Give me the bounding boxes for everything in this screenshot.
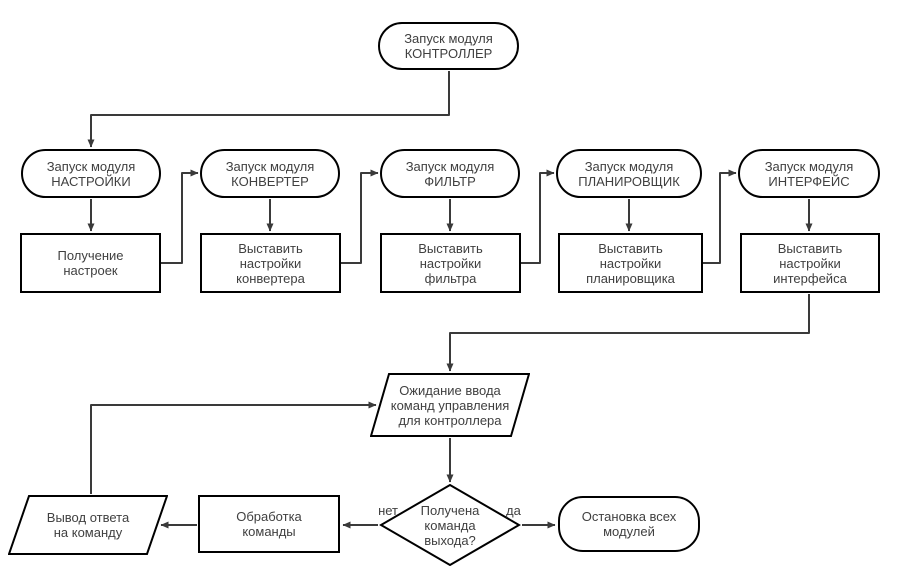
node-start-scheduler: Запуск модуля ПЛАНИРОВЩИК	[556, 149, 702, 198]
node-wait-input-label: Ожидание ввода команд управления для кон…	[390, 382, 510, 428]
node-stop-all: Остановка всех модулей	[558, 496, 700, 552]
node-start-converter: Запуск модуля КОНВЕРТЕР	[200, 149, 340, 198]
node-start-interface-label: Запуск модуля ИНТЕРФЕЙС	[764, 158, 854, 189]
node-start-interface: Запуск модуля ИНТЕРФЕЙС	[738, 149, 880, 198]
node-start-converter-label: Запуск модуля КОНВЕРТЕР	[225, 158, 315, 189]
branch-label-yes: да	[506, 503, 521, 518]
node-output-answer: Вывод ответа на команду	[8, 495, 168, 555]
node-start-settings-label: Запуск модуля НАСТРОЙКИ	[46, 158, 136, 189]
parallelogram-shape	[370, 373, 530, 437]
node-start-scheduler-label: Запуск модуля ПЛАНИРОВЩИК	[578, 158, 680, 189]
node-start-filter: Запуск модуля ФИЛЬТР	[380, 149, 520, 198]
edge-output-to-wait-loop	[90, 401, 377, 494]
node-output-answer-label: Вывод ответа на команду	[46, 510, 130, 540]
edge-set-filter-to-scheduler	[521, 169, 555, 264]
diamond-shape	[379, 484, 521, 566]
node-start-filter-label: Запуск модуля ФИЛЬТР	[405, 158, 495, 189]
node-set-interface-label: Выставить настройки интерфейса	[773, 240, 847, 286]
node-start-settings: Запуск модуля НАСТРОЙКИ	[21, 149, 161, 198]
node-set-converter: Выставить настройки конвертера	[200, 233, 341, 293]
node-get-settings-label: Получение настроек	[57, 248, 124, 278]
edge-controller-to-settings	[87, 71, 450, 148]
node-set-filter: Выставить настройки фильтра	[380, 233, 521, 293]
node-stop-all-label: Остановка всех модулей	[581, 509, 677, 539]
node-set-scheduler: Выставить настройки планировщика	[558, 233, 703, 293]
node-set-scheduler-label: Выставить настройки планировщика	[586, 240, 675, 286]
node-process-command: Обработка команды	[198, 495, 340, 553]
node-set-interface: Выставить настройки интерфейса	[740, 233, 880, 293]
edge-set-scheduler-to-interface	[703, 169, 737, 264]
edge-get-settings-to-converter	[161, 169, 199, 264]
parallelogram-shape	[8, 495, 168, 555]
node-exit-decision-label: Получена команда выхода?	[420, 502, 480, 548]
node-set-filter-label: Выставить настройки фильтра	[418, 240, 483, 286]
node-start-controller: Запуск модуля КОНТРОЛЛЕР	[378, 22, 519, 70]
node-wait-input: Ожидание ввода команд управления для кон…	[370, 373, 530, 437]
edge-set-interface-to-wait	[446, 294, 810, 372]
node-set-converter-label: Выставить настройки конвертера	[236, 240, 305, 286]
edge-set-converter-to-filter	[341, 169, 379, 264]
node-process-command-label: Обработка команды	[236, 509, 302, 539]
node-get-settings: Получение настроек	[20, 233, 161, 293]
node-start-controller-label: Запуск модуля КОНТРОЛЛЕР	[404, 31, 493, 61]
node-exit-decision: Получена команда выхода?	[379, 484, 521, 566]
branch-label-no: нет	[378, 503, 398, 518]
